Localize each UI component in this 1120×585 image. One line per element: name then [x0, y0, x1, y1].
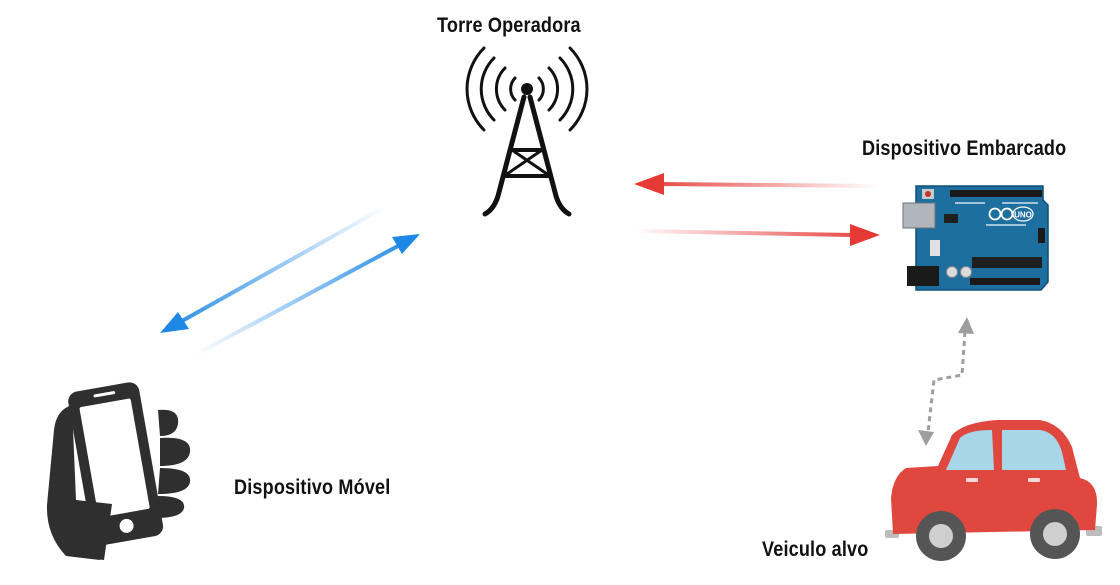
board-brand-text: UNO	[1014, 211, 1032, 220]
arrow-tower-to-mobile	[160, 205, 386, 333]
arrow-tower-to-board	[633, 224, 880, 246]
arrow-board-to-tower	[634, 173, 879, 195]
tower-label: Torre Operadora	[437, 14, 581, 37]
red-car-icon	[885, 420, 1102, 561]
cell-tower-icon	[465, 46, 589, 217]
embedded-device-label: Dispositivo Embarcado	[862, 137, 1067, 160]
arduino-uno-board-icon: UNO	[902, 185, 1049, 291]
smartphone-in-hand-icon	[46, 382, 191, 560]
mobile-device-label: Dispositivo Móvel	[234, 476, 391, 499]
arrow-board-vehicle-link	[918, 317, 974, 446]
target-vehicle-label: Veiculo alvo	[762, 538, 869, 561]
arrow-mobile-to-tower	[194, 234, 420, 357]
